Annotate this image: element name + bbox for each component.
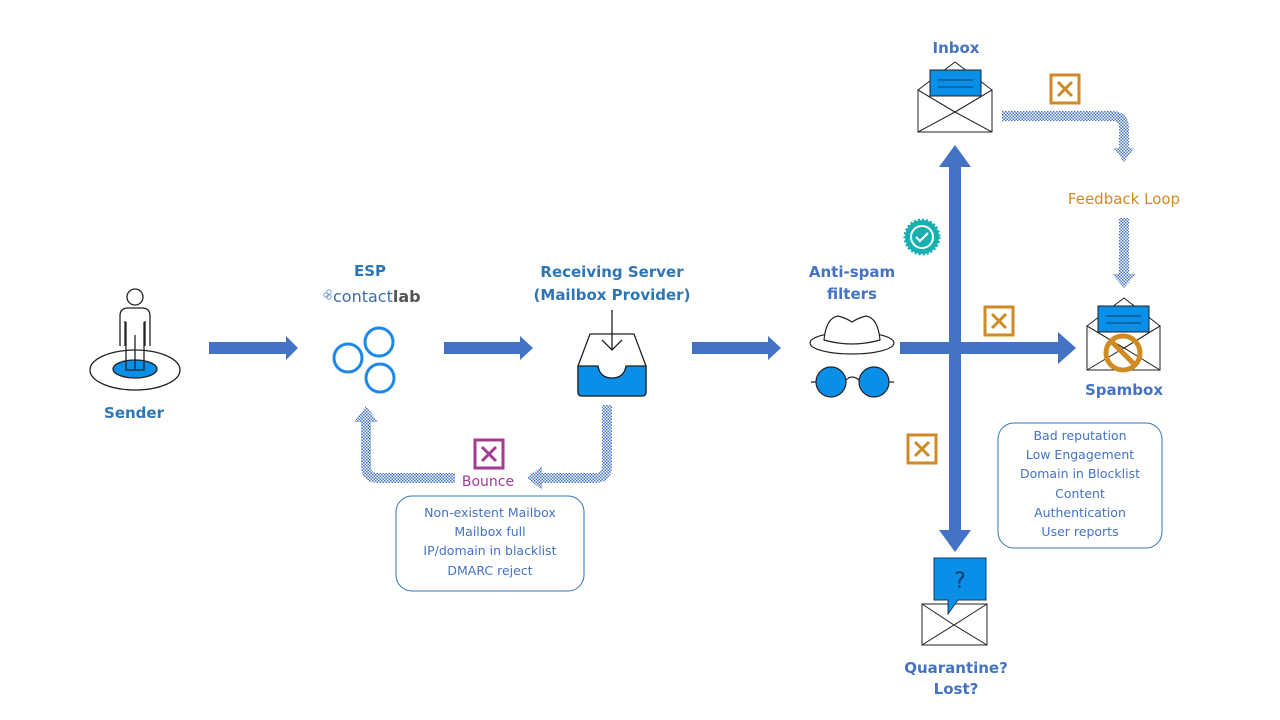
antispam-label-line2: filters bbox=[827, 285, 877, 303]
quarantine-label-line1: Quarantine? bbox=[904, 659, 1008, 677]
spam-reason: Domain in Blocklist bbox=[1020, 466, 1140, 481]
receiving-server-node: Receiving Server (Mailbox Provider) bbox=[534, 263, 691, 397]
antispam-node: Anti-spam filters bbox=[809, 263, 895, 398]
spam-reasons-box: Bad reputation Low Engagement Domain in … bbox=[997, 422, 1163, 549]
filter-arrows bbox=[900, 145, 1076, 552]
inbox-label: Inbox bbox=[933, 39, 980, 57]
reject-x-icon bbox=[983, 305, 1015, 337]
bounce-reason: IP/domain in blacklist bbox=[423, 543, 556, 558]
esp-label: ESP bbox=[354, 262, 386, 280]
spam-reason: Authentication bbox=[1034, 505, 1126, 520]
spam-reason: Content bbox=[1055, 486, 1105, 501]
feedback-loop-arrow bbox=[1002, 111, 1136, 288]
feedback-loop-label: Feedback Loop bbox=[1068, 190, 1180, 208]
bounce-reasons-box: Non-existent Mailbox Mailbox full IP/dom… bbox=[395, 495, 585, 592]
antispam-label-line1: Anti-spam bbox=[809, 263, 895, 281]
esp-node: ESP contactlab bbox=[323, 262, 421, 394]
reject-x-icon bbox=[1049, 73, 1081, 105]
contactlab-logo-icon: contactlab bbox=[323, 287, 421, 306]
sender-node: Sender bbox=[89, 288, 181, 422]
bounce-x-icon bbox=[473, 438, 505, 470]
svg-text:?: ? bbox=[954, 569, 966, 594]
receiving-label-line1: Receiving Server bbox=[540, 263, 684, 281]
question-envelope-icon: ? bbox=[921, 557, 988, 646]
quarantine-label-line2: Lost? bbox=[934, 680, 979, 698]
bounce-reason: DMARC reject bbox=[447, 563, 532, 578]
open-envelope-icon bbox=[917, 61, 993, 133]
brand-suffix: lab bbox=[393, 287, 421, 306]
flow-arrow bbox=[692, 336, 781, 360]
inbox-tray-icon bbox=[577, 310, 647, 397]
reject-x-icon bbox=[906, 433, 938, 465]
sender-label: Sender bbox=[104, 404, 165, 422]
quarantine-node: ? Quarantine? Lost? bbox=[904, 557, 1008, 698]
person-icon bbox=[89, 288, 181, 391]
bounce-label: Bounce bbox=[462, 474, 514, 490]
spambox-node: Spambox bbox=[1085, 297, 1163, 399]
check-badge-icon bbox=[903, 218, 941, 256]
brand-prefix: contact bbox=[333, 287, 393, 306]
svg-text:contactlab: contactlab bbox=[333, 287, 421, 306]
flow-arrow bbox=[209, 336, 298, 360]
blocked-envelope-icon bbox=[1086, 297, 1161, 373]
bounce-reason: Mailbox full bbox=[454, 524, 525, 539]
spambox-label: Spambox bbox=[1085, 381, 1163, 399]
spam-reason: Low Engagement bbox=[1026, 447, 1134, 462]
bounce-arrow bbox=[354, 405, 612, 490]
flow-arrow bbox=[444, 336, 533, 360]
inbox-node: Inbox bbox=[917, 39, 993, 133]
spam-reason: User reports bbox=[1041, 524, 1118, 539]
bounce-reason: Non-existent Mailbox bbox=[424, 505, 556, 520]
incognito-icon bbox=[809, 315, 895, 398]
receiving-label-line2: (Mailbox Provider) bbox=[534, 286, 691, 304]
spam-reason: Bad reputation bbox=[1033, 428, 1126, 443]
esp-circles-icon bbox=[332, 326, 396, 394]
